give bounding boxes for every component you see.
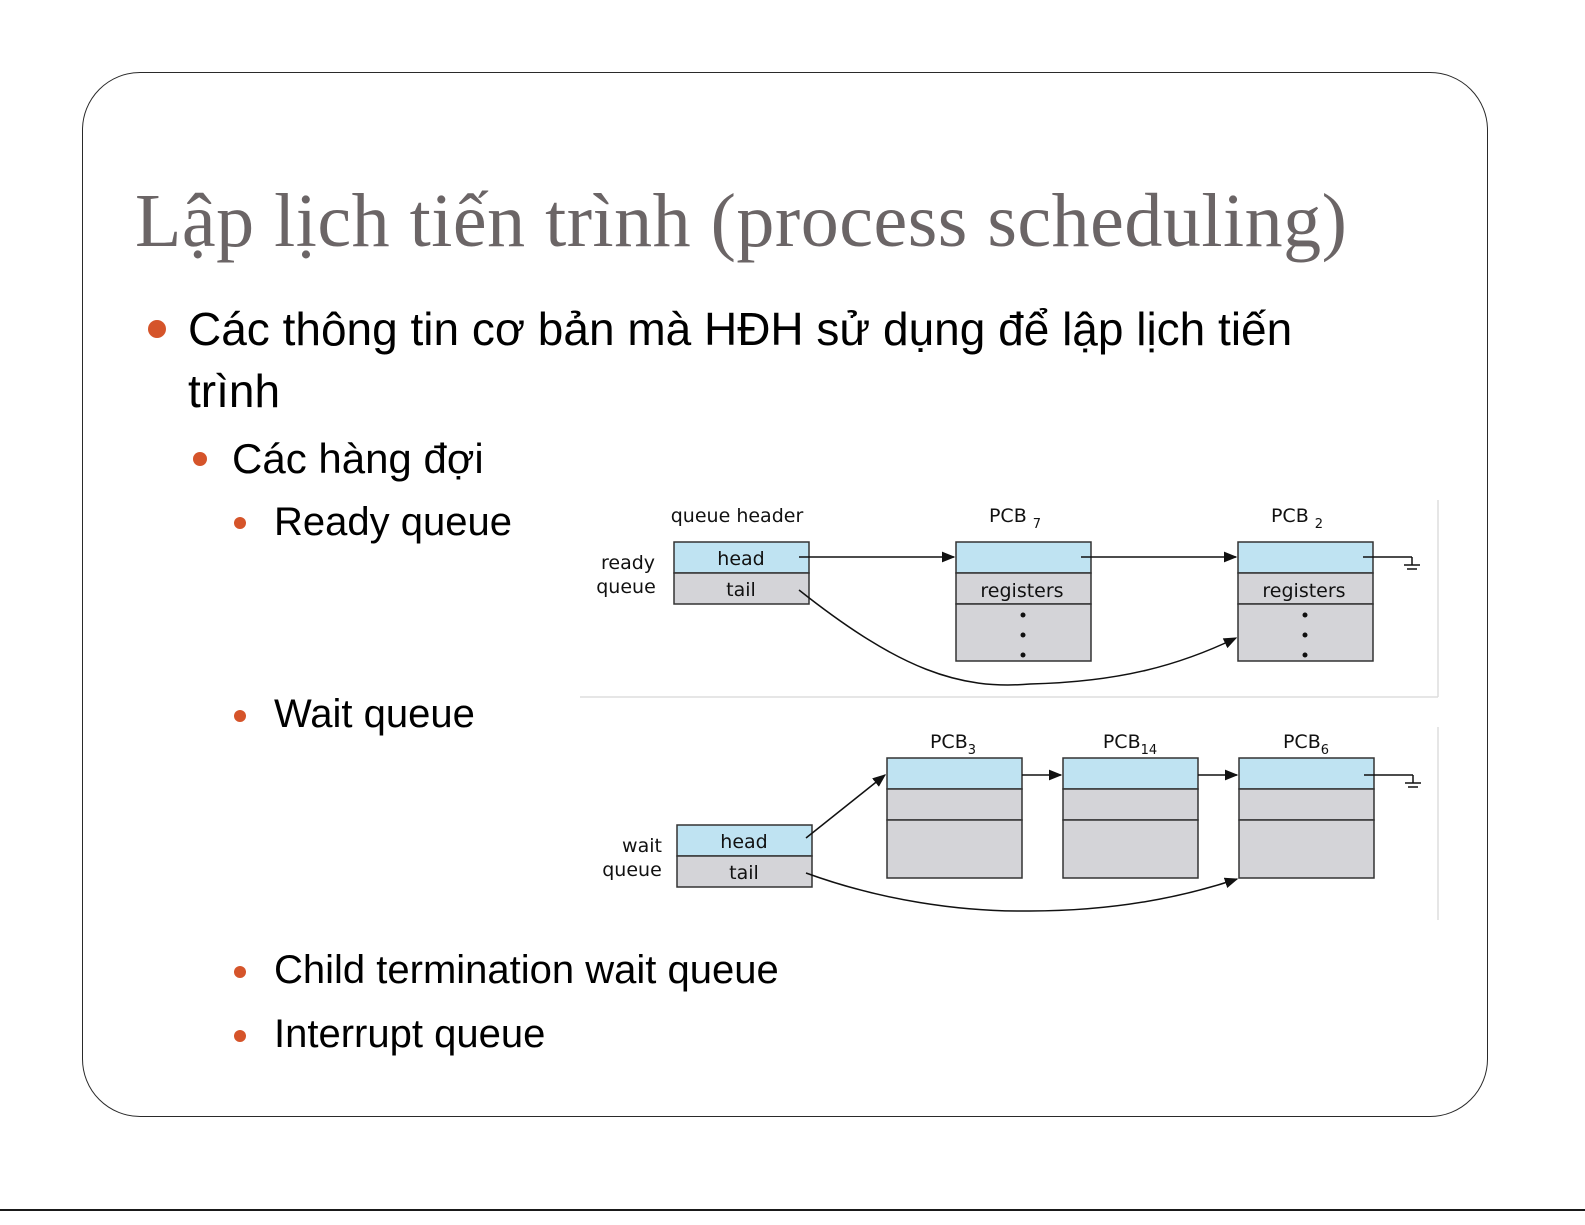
ready-pcb-a-ellipsis-dot [1021, 653, 1026, 658]
ready-pcb-a-top [956, 542, 1091, 573]
ready-head-label: head [717, 548, 764, 570]
wait-pcb-c-body [1239, 820, 1374, 878]
ready-side-label-1: ready [601, 552, 655, 574]
wait-pcb-a-label: PCB3 [930, 731, 976, 758]
wait-pcb-a-top [887, 758, 1022, 789]
ready-pcb-b-body [1238, 604, 1373, 661]
ready-pcb-b-ellipsis-dot [1303, 613, 1308, 618]
wait-head-label: head [720, 831, 767, 853]
bottom-rule [0, 1209, 1585, 1211]
wait-tail-label: tail [729, 862, 759, 884]
ready-queue-header-label: queue header [671, 505, 804, 527]
wait-pcb-c-top [1239, 758, 1374, 789]
wait-pcb-b-top [1063, 758, 1198, 789]
wait-head-arrow [806, 775, 885, 838]
wait-pcb-a-body [887, 820, 1022, 878]
ready-pcb-b-ellipsis-dot [1303, 633, 1308, 638]
ready-pcb-a-registers-label: registers [980, 580, 1063, 602]
ready-pcb-b-ellipsis-dot [1303, 653, 1308, 658]
wait-side-label-2: queue [602, 859, 662, 881]
ready-pcb-a-ellipsis-dot [1021, 633, 1026, 638]
ready-pcb-b-registers-label: registers [1262, 580, 1345, 602]
wait-pcb-b-label: PCB14 [1103, 731, 1157, 758]
wait-pcb-b-mid [1063, 789, 1198, 820]
wait-pcb-c-mid [1239, 789, 1374, 820]
ready-side-label-2: queue [596, 576, 656, 598]
ready-pcb-b-top [1238, 542, 1373, 573]
ready-pcb-a-body [956, 604, 1091, 661]
ready-tail-label: tail [726, 579, 756, 601]
wait-pcb-c-label: PCB6 [1283, 731, 1329, 758]
wait-pcb-a-mid [887, 789, 1022, 820]
wait-pcb-b-body [1063, 820, 1198, 878]
wait-side-label-1: wait [622, 835, 662, 857]
ready-pcb-a-ellipsis-dot [1021, 613, 1026, 618]
